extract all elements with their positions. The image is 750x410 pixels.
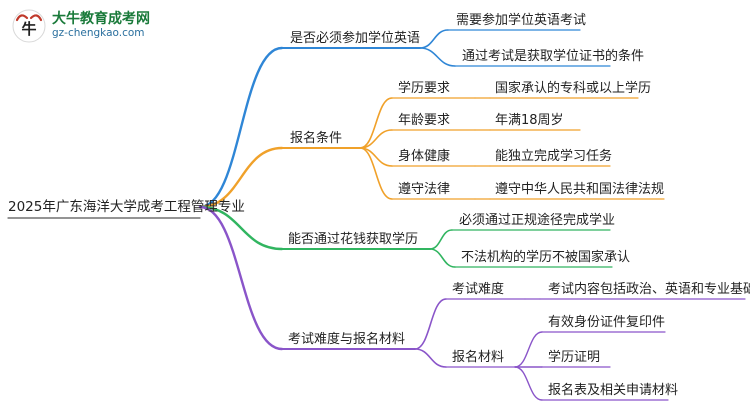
leaf-education-proof: 学历证明	[548, 350, 601, 365]
node-registration-materials: 报名材料	[452, 350, 505, 365]
branch-degree-english: 是否必须参加学位英语	[290, 31, 421, 46]
leaf-exam-for-degree: 通过考试是获取学位证书的条件	[462, 49, 645, 64]
leaf-exam-content: 考试内容包括政治、英语和专业基础课程	[548, 282, 750, 297]
leaf-need-english-exam: 需要参加学位英语考试	[456, 13, 587, 28]
leaf-id-copy: 有效身份证件复印件	[548, 315, 666, 330]
edge-branch0-leaf0	[419, 29, 449, 49]
brand-logo: 牛 大牛教育成考网 gz-chengkao.com	[6, 6, 181, 46]
edge-root-branch3	[198, 205, 284, 351]
brand-url: gz-chengkao.com	[52, 27, 145, 39]
bull-head-logo-icon: 牛	[12, 9, 46, 43]
edge-branch2-leaf1	[429, 248, 456, 268]
svg-text:牛: 牛	[21, 20, 36, 38]
leaf-application-forms: 报名表及相关申请材料	[548, 383, 679, 398]
node-exam-difficulty: 考试难度	[452, 282, 505, 297]
leaf-illegal-not-recognized: 不法机构的学历不被国家承认	[461, 250, 631, 265]
node-education-requirement: 学历要求	[398, 81, 451, 96]
node-law: 遵守法律	[398, 182, 451, 197]
edge-node3-1-detail0	[514, 331, 543, 368]
edge-branch3-node0	[414, 298, 447, 350]
leaf-law-detail: 遵守中华人民共和国法律法规	[495, 182, 665, 197]
branch-difficulty-materials: 考试难度与报名材料	[288, 332, 406, 347]
brand-name: 大牛教育成考网	[52, 11, 150, 27]
node-health: 身体健康	[398, 149, 451, 164]
edge-branch3-node1	[414, 348, 447, 368]
edge-branch0-leaf1	[419, 47, 456, 67]
root-node: 2025年广东海洋大学成考工程管理专业	[8, 199, 245, 215]
edge-branch1-node3	[359, 147, 393, 200]
leaf-formal-route: 必须通过正规途径完成学业	[459, 213, 616, 228]
leaf-age-detail: 年满18周岁	[495, 113, 564, 128]
edge-branch1-node1	[359, 129, 393, 149]
branch-registration-conditions: 报名条件	[290, 131, 343, 146]
leaf-education-detail: 国家承认的专科或以上学历	[495, 81, 652, 96]
leaf-health-detail: 能独立完成学习任务	[495, 149, 613, 164]
edge-root-branch0	[198, 46, 284, 209]
edge-branch2-leaf0	[429, 229, 453, 250]
edge-root-branch1	[198, 146, 284, 209]
node-age-requirement: 年龄要求	[398, 113, 451, 128]
edge-node3-1-detail2	[514, 366, 543, 401]
edge-root-branch2	[198, 205, 284, 251]
edge-branch1-node0	[359, 97, 393, 149]
branch-buy-degree: 能否通过花钱获取学历	[288, 232, 419, 247]
